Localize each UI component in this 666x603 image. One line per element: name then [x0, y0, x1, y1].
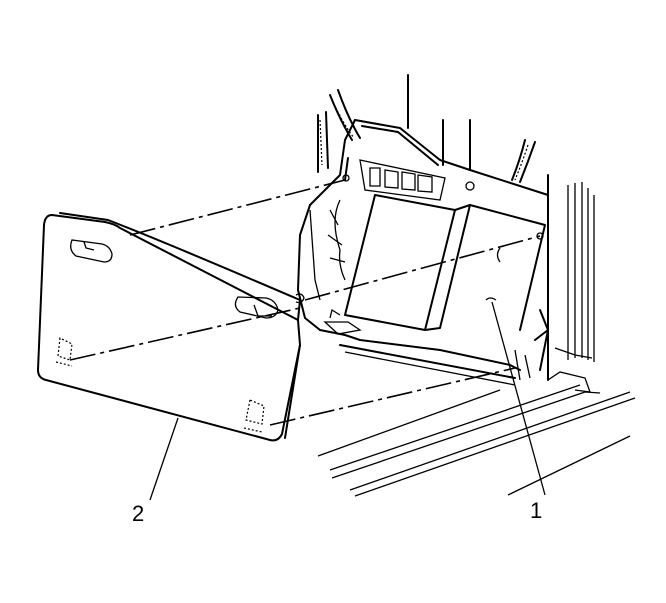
callout-1-label: 1	[530, 498, 543, 523]
callout-2-label: 2	[132, 501, 145, 526]
floor-sill-lines	[317, 384, 636, 497]
assembly-phantom-lines	[69, 179, 541, 426]
right-wall-trim	[547, 174, 595, 393]
fuse-block-housing	[297, 119, 549, 386]
harness-lines	[317, 74, 536, 183]
fuse-block-cover	[37, 212, 305, 442]
leader-lines	[149, 297, 546, 501]
